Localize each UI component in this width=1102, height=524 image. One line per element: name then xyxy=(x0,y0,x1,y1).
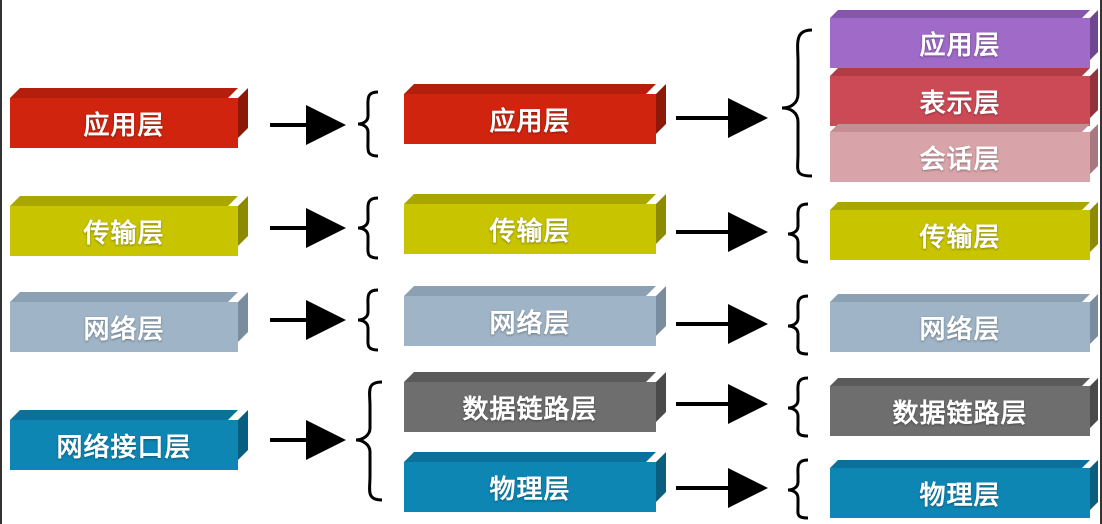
five-network-layer-box: 网络层 xyxy=(404,286,666,346)
tcpip-application-layer-box: 应用层 xyxy=(10,88,248,148)
osi-presentation-label: 表示层 xyxy=(830,76,1090,126)
frame-right-border xyxy=(1100,0,1102,524)
osi-transport-layer-box: 传输层 xyxy=(830,202,1098,260)
tcpip-application-label: 应用层 xyxy=(10,98,238,148)
five-application-layer-box: 应用层 xyxy=(404,84,666,144)
brace-osi-upper xyxy=(781,28,813,178)
brace-osi-datalink xyxy=(787,376,809,438)
brace-osi-transport xyxy=(787,202,809,264)
tcpip-netaccess-layer-box: 网络接口层 xyxy=(10,410,248,470)
brace-app-5layer xyxy=(357,90,379,158)
brace-network-5layer xyxy=(357,288,379,352)
frame-left-border xyxy=(0,0,2,524)
osi-session-layer-box: 会话层 xyxy=(830,124,1098,182)
brace-netaccess-5layer xyxy=(355,380,383,502)
tcpip-netaccess-label: 网络接口层 xyxy=(10,420,238,470)
osi-session-label: 会话层 xyxy=(830,132,1090,182)
five-datalink-label: 数据链路层 xyxy=(404,382,656,432)
five-physical-layer-box: 物理层 xyxy=(404,452,666,512)
osi-physical-layer-box: 物理层 xyxy=(830,460,1098,518)
brace-transport-5layer xyxy=(357,196,379,260)
five-transport-layer-box: 传输层 xyxy=(404,194,666,254)
five-physical-label: 物理层 xyxy=(404,462,656,512)
osi-application-label: 应用层 xyxy=(830,18,1090,68)
five-datalink-layer-box: 数据链路层 xyxy=(404,372,666,432)
osi-datalink-label: 数据链路层 xyxy=(830,386,1090,436)
osi-application-layer-box: 应用层 xyxy=(830,10,1098,68)
five-application-label: 应用层 xyxy=(404,94,656,144)
osi-network-layer-box: 网络层 xyxy=(830,294,1098,352)
osi-datalink-layer-box: 数据链路层 xyxy=(830,378,1098,436)
tcpip-transport-layer-box: 传输层 xyxy=(10,196,248,256)
tcpip-network-label: 网络层 xyxy=(10,302,238,352)
tcpip-network-layer-box: 网络层 xyxy=(10,292,248,352)
brace-osi-network xyxy=(787,294,809,356)
brace-osi-physical xyxy=(787,458,809,520)
five-transport-label: 传输层 xyxy=(404,204,656,254)
osi-network-label: 网络层 xyxy=(830,302,1090,352)
tcpip-transport-label: 传输层 xyxy=(10,206,238,256)
osi-presentation-layer-box: 表示层 xyxy=(830,68,1098,126)
osi-transport-label: 传输层 xyxy=(830,210,1090,260)
osi-physical-label: 物理层 xyxy=(830,468,1090,518)
five-network-label: 网络层 xyxy=(404,296,656,346)
